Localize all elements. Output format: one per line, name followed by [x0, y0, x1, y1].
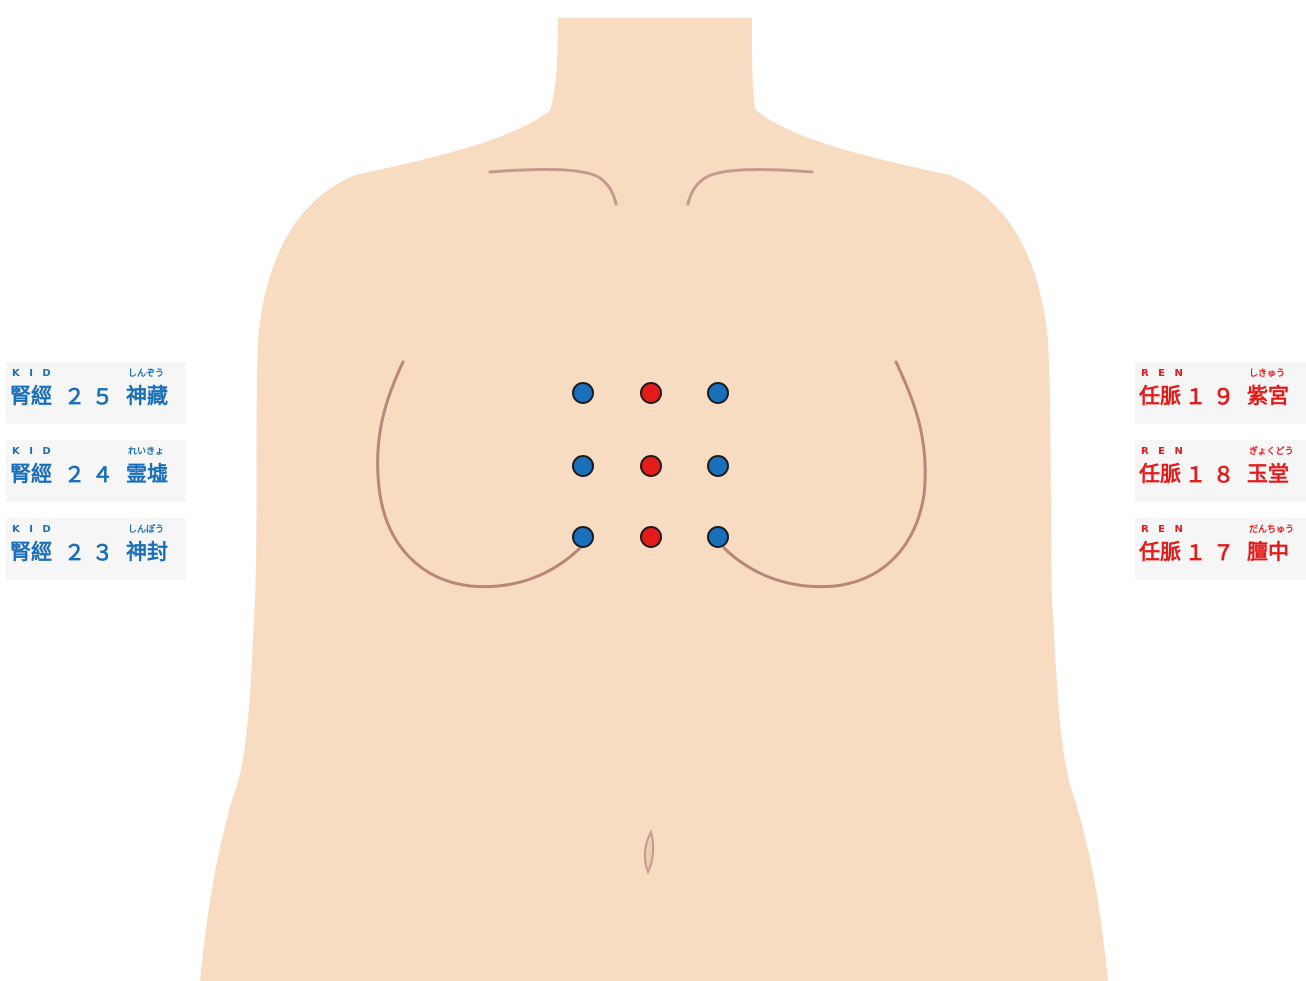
ren-meridian-name: 任脈: [1139, 458, 1181, 488]
ren-code: R E N: [1141, 524, 1186, 535]
ren-point-3: [641, 527, 661, 547]
kid-code: K I D: [12, 524, 54, 535]
torso-silhouette: [200, 18, 1108, 981]
point-number: ２５: [64, 381, 120, 411]
ren-code: R E N: [1141, 368, 1186, 379]
kidney-meridian-name: 腎經: [10, 458, 52, 488]
ren-meridian-name: 任脈: [1139, 536, 1181, 566]
kid-point-left-2: [573, 456, 593, 476]
point-name: 紫宮: [1247, 380, 1289, 410]
kid-point-right-1: [708, 383, 728, 403]
kid-point-left-1: [573, 383, 593, 403]
ren-code: R E N: [1141, 446, 1186, 457]
point-number: ２３: [64, 537, 120, 567]
point-name: 霊墟: [126, 458, 168, 488]
kid25-label: K I D 腎經 ２５ しんぞう 神藏: [6, 362, 186, 424]
point-name: 神藏: [126, 380, 168, 410]
ren-point-2: [641, 456, 661, 476]
ren-meridian-name: 任脈: [1139, 380, 1181, 410]
point-name-reading: しきゅう: [1249, 366, 1285, 379]
kidney-meridian-name: 腎經: [10, 536, 52, 566]
kid-point-right-3: [708, 527, 728, 547]
kid23-label: K I D 腎經 ２３ しんぽう 神封: [6, 518, 186, 580]
ren18-label: R E N 任脈 １８ ぎょくどう 玉堂: [1135, 440, 1306, 502]
ren17-label: R E N 任脈 １７ だんちゅう 膻中: [1135, 518, 1306, 580]
point-name-reading: しんぞう: [128, 366, 164, 379]
point-name-reading: れいきょ: [128, 444, 164, 457]
point-name-reading: ぎょくどう: [1249, 444, 1294, 457]
kid-point-left-3: [573, 527, 593, 547]
point-number: １８: [1185, 459, 1241, 489]
point-number: １９: [1185, 381, 1241, 411]
kidney-meridian-name: 腎經: [10, 380, 52, 410]
kid-point-right-2: [708, 456, 728, 476]
kid-code: K I D: [12, 446, 54, 457]
point-name: 膻中: [1247, 536, 1289, 566]
ren19-label: R E N 任脈 １９ しきゅう 紫宮: [1135, 362, 1306, 424]
kid-code: K I D: [12, 368, 54, 379]
ren-point-1: [641, 383, 661, 403]
point-number: ２４: [64, 459, 120, 489]
point-name: 玉堂: [1247, 458, 1289, 488]
point-number: １７: [1185, 537, 1241, 567]
point-name-reading: しんぽう: [128, 522, 164, 535]
point-name: 神封: [126, 536, 168, 566]
kid24-label: K I D 腎經 ２４ れいきょ 霊墟: [6, 440, 186, 502]
point-name-reading: だんちゅう: [1249, 522, 1294, 535]
